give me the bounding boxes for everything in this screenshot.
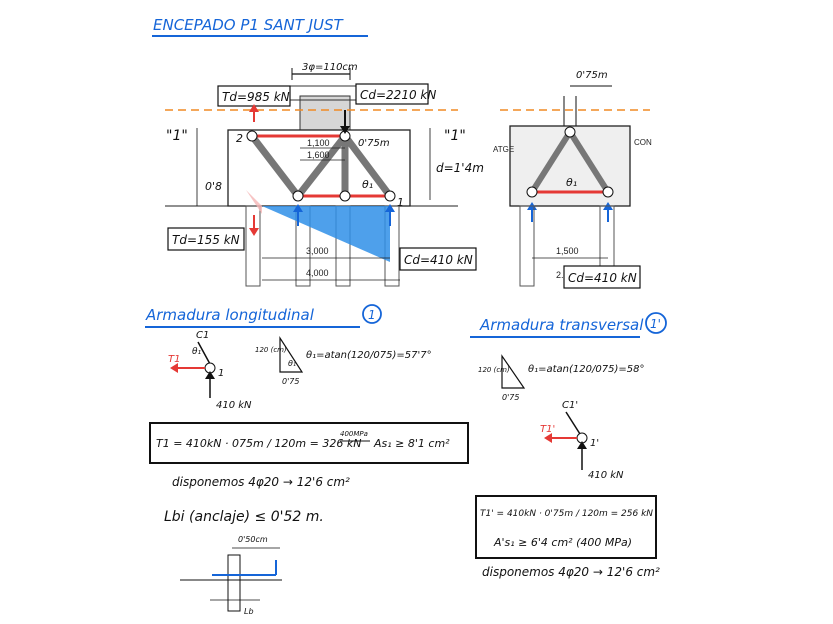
- angle-formula-long: θ₁=atan(120/075)=57'7°: [306, 350, 432, 361]
- dim-075-elev: 0'75m: [358, 138, 390, 149]
- tri-base-trans: 0'75: [502, 393, 519, 402]
- title-block: ENCEPADO P1 SANT JUST: [152, 16, 368, 37]
- dispose-long: disponemos 4φ20 → 12'6 cm²: [172, 475, 350, 489]
- page-title: ENCEPADO P1 SANT JUST: [153, 16, 345, 34]
- section-mark-right: "1": [444, 128, 466, 144]
- d-value: d=1'4m: [436, 161, 484, 175]
- force-c1: C1: [196, 330, 209, 341]
- tri-vert-long: 120 (cm): [255, 346, 287, 354]
- circle-1-prime: 1': [650, 317, 661, 331]
- section-mark-left: "1": [166, 128, 188, 144]
- section-cd-label: Cd=410 kN: [568, 271, 637, 285]
- cd-right-label: Cd=410 kN: [404, 253, 473, 267]
- theta-label-section: θ₁: [566, 176, 577, 189]
- angle-formula-trans: θ₁=atan(120/075)=58°: [528, 364, 644, 375]
- node-1-label: 1: [397, 196, 404, 209]
- node-2-label: 2: [236, 132, 243, 145]
- theta-label-elev: θ₁: [362, 178, 373, 191]
- dim-3000: 3,000: [306, 246, 329, 256]
- anchor-dim: 0'50cm: [238, 535, 268, 544]
- tri-hyp-long: θ₁: [288, 359, 296, 368]
- elevation-drawing: 3φ=110cm Td=985 kN Cd=2210 kN: [165, 62, 484, 287]
- dim-2: 2.: [556, 270, 564, 280]
- dispose-trans: disponemos 4φ20 → 12'6 cm²: [482, 565, 660, 579]
- longitudinal-section: Armadura longitudinal 1 C1 T1 θ₁ 1 410 k…: [145, 304, 469, 616]
- reaction-trans: 410 kN: [588, 470, 624, 481]
- section-top-dim: 0'75m: [576, 70, 608, 81]
- heading-transversal: Armadura transversal: [479, 316, 644, 334]
- theta-force-long: θ₁: [192, 347, 202, 357]
- transversal-section: Armadura transversal 1' 120 (cm) 0'75 θ₁…: [470, 312, 667, 579]
- anchor-lb: Lb: [244, 607, 254, 616]
- pile-spacing-label: 3φ=110cm: [302, 62, 358, 73]
- anchor-text: Lbi (anclaje) ≤ 0'52 m.: [164, 509, 324, 525]
- cd-top-label: Cd=2210 kN: [360, 88, 436, 102]
- eq-long-step: 400MPa: [340, 430, 368, 438]
- eq-long-lhs: T1 = 410kN · 075m / 120m = 326 kN: [156, 437, 361, 450]
- section-drawing: 0'75m ATGE CON θ₁ 1,500 2. Cd=410 kN: [493, 70, 652, 289]
- force-t1: T1: [168, 354, 180, 365]
- reaction-long: 410 kN: [216, 400, 252, 411]
- eq-trans-lhs: T1' = 410kN · 0'75m / 120m = 256 kN: [480, 509, 653, 519]
- dim-1500: 1,500: [556, 246, 579, 256]
- dim-4000: 4,000: [306, 268, 329, 278]
- eq-long-result: As₁ ≥ 8'1 cm²: [373, 437, 450, 450]
- tri-vert-trans: 120 (cm): [478, 366, 510, 374]
- node-1-long: 1: [218, 368, 224, 379]
- heading-longitudinal: Armadura longitudinal: [145, 306, 315, 324]
- force-t1-prime: T1': [540, 424, 555, 435]
- td-top-label: Td=985 kN: [222, 90, 290, 104]
- eq-trans-result: A's₁ ≥ 6'4 cm² (400 MPa): [493, 536, 632, 549]
- tri-base-long: 0'75: [282, 377, 299, 386]
- depth-left: 0'8: [205, 180, 222, 193]
- label-con: CON: [634, 138, 652, 147]
- dim-1100: 1,100: [307, 138, 330, 148]
- node-1-prime: 1': [590, 438, 599, 449]
- force-c1-prime: C1': [562, 400, 578, 411]
- td-bottom-label: Td=155 kN: [172, 233, 240, 247]
- dim-1600: 1,600: [307, 150, 330, 160]
- circle-1: 1: [368, 308, 376, 322]
- label-atge: ATGE: [493, 145, 514, 154]
